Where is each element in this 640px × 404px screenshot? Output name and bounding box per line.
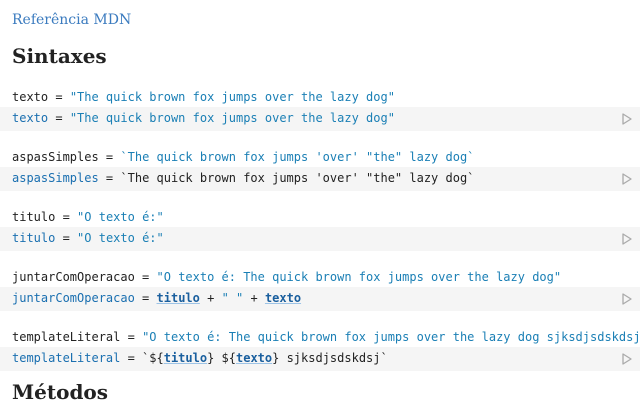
cell-output: templateLiteral = "O texto é: The quick … [12, 330, 640, 344]
play-triangle-icon[interactable] [620, 292, 634, 306]
cell-output: aspasSimples = `The quick brown fox jump… [12, 150, 475, 164]
code-variable: texto [12, 111, 49, 125]
section-title-metodos: Métodos [12, 380, 109, 404]
output-value: "O texto é: The quick brown fox jumps ov… [142, 330, 640, 344]
code-cell[interactable]: templateLiteral = `${titulo} ${texto} sj… [0, 347, 640, 371]
code-reference: titulo [163, 351, 208, 365]
code-cell[interactable]: texto = "The quick brown fox jumps over … [0, 107, 640, 131]
code-string: " " [221, 291, 244, 305]
code-variable: titulo [12, 231, 56, 245]
code-variable: aspasSimples [12, 171, 99, 185]
output-value: `The quick brown fox jumps 'over' "the" … [120, 150, 475, 164]
code-editor[interactable]: texto = "The quick brown fox jumps over … [12, 111, 395, 125]
code-cell[interactable]: titulo = "O texto é:" [0, 227, 640, 251]
output-value: "O texto é:" [77, 210, 164, 224]
output-name: juntarComOperacao [12, 270, 135, 284]
output-name: templateLiteral [12, 330, 121, 344]
output-value: "O texto é: The quick brown fox jumps ov… [156, 270, 562, 284]
play-triangle-icon[interactable] [620, 112, 634, 126]
code-string: "O texto é:" [77, 231, 164, 245]
cell-output: texto = "The quick brown fox jumps over … [12, 90, 395, 104]
play-triangle-icon[interactable] [620, 232, 634, 246]
code-editor[interactable]: juntarComOperacao = titulo + " " + texto [12, 291, 302, 305]
code-variable: juntarComOperacao [12, 291, 135, 305]
code-editor[interactable]: titulo = "O texto é:" [12, 231, 164, 245]
code-string: "The quick brown fox jumps over the lazy… [69, 111, 395, 125]
code-reference: titulo [156, 291, 200, 305]
code-editor[interactable]: aspasSimples = `The quick brown fox jump… [12, 171, 475, 185]
output-value: "The quick brown fox jumps over the lazy… [69, 90, 395, 104]
code-cell[interactable]: aspasSimples = `The quick brown fox jump… [0, 167, 640, 191]
play-triangle-icon[interactable] [620, 352, 634, 366]
cell-output: juntarComOperacao = "O texto é: The quic… [12, 270, 562, 284]
output-name: aspasSimples [12, 150, 99, 164]
code-cell[interactable]: juntarComOperacao = titulo + " " + texto [0, 287, 640, 311]
code-reference: texto [236, 351, 273, 365]
code-variable: templateLiteral [12, 351, 121, 365]
output-name: texto [12, 90, 49, 104]
code-editor[interactable]: templateLiteral = `${titulo} ${texto} sj… [12, 351, 388, 365]
code-string: `The quick brown fox jumps 'over' "the" … [120, 171, 475, 185]
play-triangle-icon[interactable] [620, 172, 634, 186]
section-title-sintaxes: Sintaxes [12, 44, 107, 68]
cell-output: titulo = "O texto é:" [12, 210, 164, 224]
code-reference: texto [264, 291, 302, 305]
mdn-reference-link[interactable]: Referência MDN [12, 12, 132, 28]
output-name: titulo [12, 210, 56, 224]
code-template-tail: sjksdjsdskdsj` [286, 351, 388, 365]
